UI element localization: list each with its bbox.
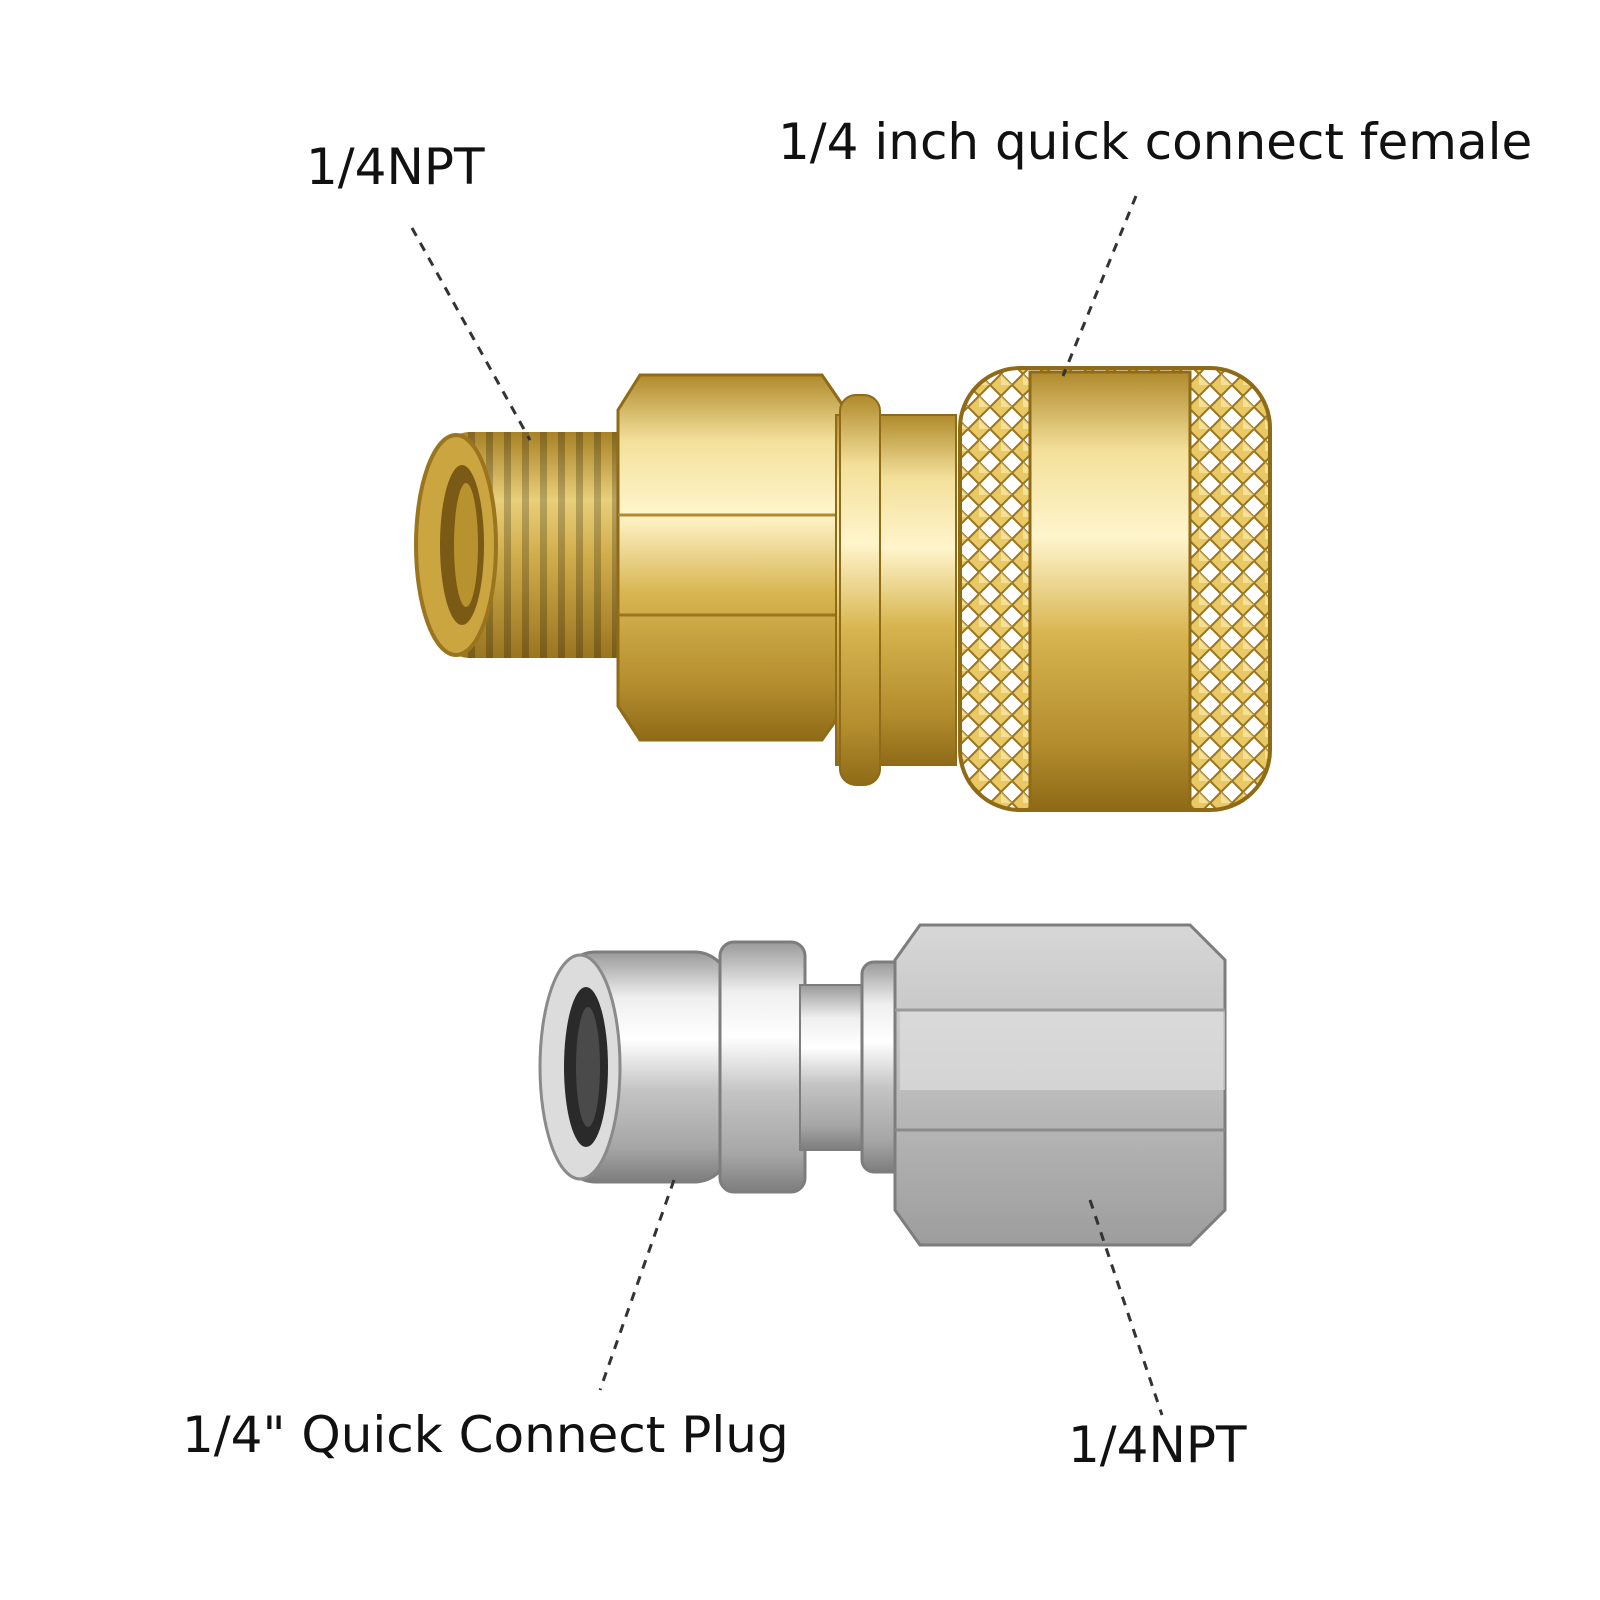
label-female-npt-thread: 1/4NPT bbox=[1068, 1416, 1247, 1474]
leader-bottom-right bbox=[1088, 1199, 1164, 1416]
brass-female-coupler bbox=[414, 366, 1272, 812]
label-quick-connect-female: 1/4 inch quick connect female bbox=[778, 113, 1533, 171]
steel-plug-groove bbox=[799, 984, 871, 1151]
brass-sleeve-ring bbox=[839, 394, 881, 786]
label-male-npt-thread: 1/4NPT bbox=[306, 138, 485, 196]
brass-knurled-sleeve bbox=[958, 366, 1272, 812]
leader-top-right bbox=[1061, 195, 1138, 377]
leader-bottom-left bbox=[598, 1179, 676, 1391]
brass-hex-body bbox=[616, 373, 848, 742]
steel-quick-connect-plug bbox=[538, 923, 1227, 1247]
steel-plug-nose bbox=[538, 950, 732, 1184]
steel-hex-body bbox=[893, 923, 1227, 1247]
steel-plug-collar bbox=[718, 940, 807, 1194]
label-quick-connect-plug: 1/4" Quick Connect Plug bbox=[182, 1406, 789, 1464]
leader-top-left bbox=[410, 227, 532, 441]
